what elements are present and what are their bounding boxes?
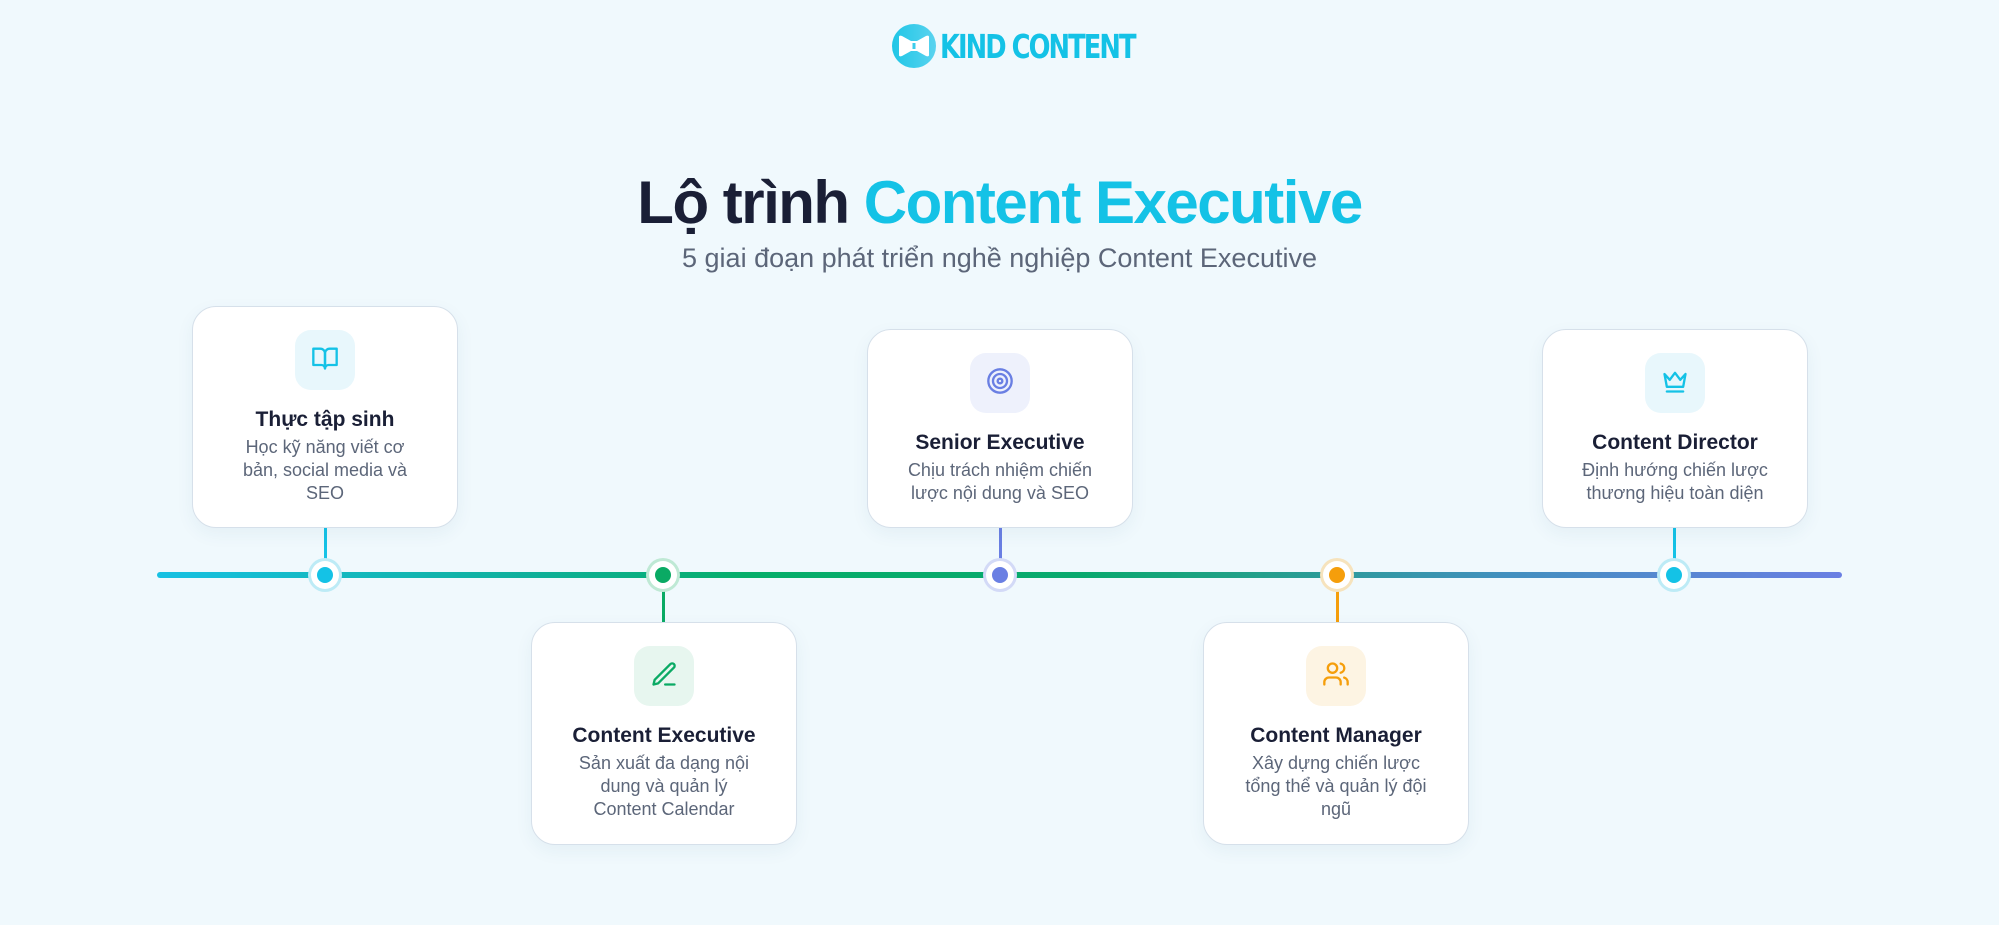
stage-title: Content Executive (572, 724, 756, 747)
book-open-icon (311, 344, 339, 377)
stage-card-intern[interactable]: Thực tập sinh Học kỹ năng viết cơ bản, s… (192, 306, 458, 528)
crown-icon (1661, 367, 1689, 400)
connector-stage-5 (1672, 528, 1676, 564)
connector-stage-2 (661, 586, 665, 622)
stage-icon-box (1306, 646, 1366, 706)
timeline-node-1[interactable] (311, 561, 339, 589)
timeline-node-2[interactable] (649, 561, 677, 589)
page-title: Lộ trình Content Executive (0, 170, 1999, 236)
brand-name: KIND CONTENT (940, 26, 1137, 66)
timeline-node-4[interactable] (1323, 561, 1351, 589)
stage-title: Content Manager (1250, 724, 1422, 747)
stage-icon-box (1645, 353, 1705, 413)
stage-description: Chịu trách nhiệm chiến lược nội dung và … (907, 460, 1093, 504)
target-icon (986, 367, 1014, 400)
stage-icon-box (634, 646, 694, 706)
users-icon (1322, 660, 1350, 693)
stage-icon-box (970, 353, 1030, 413)
page-subtitle: 5 giai đoạn phát triển nghề nghiệp Conte… (682, 243, 1317, 273)
stage-card-content-manager[interactable]: Content Manager Xây dựng chiến lược tổng… (1203, 622, 1469, 845)
brand-logo: KIND CONTENT (892, 22, 1189, 70)
connector-stage-3 (998, 528, 1002, 564)
title-part-1: Lộ trình (637, 169, 850, 236)
connector-stage-4 (1335, 586, 1339, 622)
stage-description: Sản xuất đa dạng nội dung và quản lý Con… (578, 753, 750, 820)
stage-card-content-director[interactable]: Content Director Định hướng chiến lược t… (1542, 329, 1808, 528)
stage-title: Thực tập sinh (255, 408, 395, 431)
timeline-node-5[interactable] (1660, 561, 1688, 589)
stage-icon-box (295, 330, 355, 390)
title-part-2: Content Executive (863, 169, 1363, 236)
connector-stage-1 (323, 528, 327, 564)
stage-description: Xây dựng chiến lược tổng thể và quản lý … (1245, 753, 1427, 820)
stage-title: Senior Executive (915, 431, 1085, 454)
stage-card-senior-executive[interactable]: Senior Executive Chịu trách nhiệm chiến … (867, 329, 1133, 528)
stage-description: Định hướng chiến lược thương hiệu toàn d… (1582, 460, 1768, 504)
stage-description: Học kỹ năng viết cơ bản, social media và… (242, 437, 408, 504)
stage-card-content-executive[interactable]: Content Executive Sản xuất đa dạng nội d… (531, 622, 797, 845)
timeline-node-3[interactable] (986, 561, 1014, 589)
stage-title: Content Director (1592, 431, 1758, 454)
pencil-icon (650, 660, 678, 693)
bow-tie-icon (892, 24, 936, 68)
